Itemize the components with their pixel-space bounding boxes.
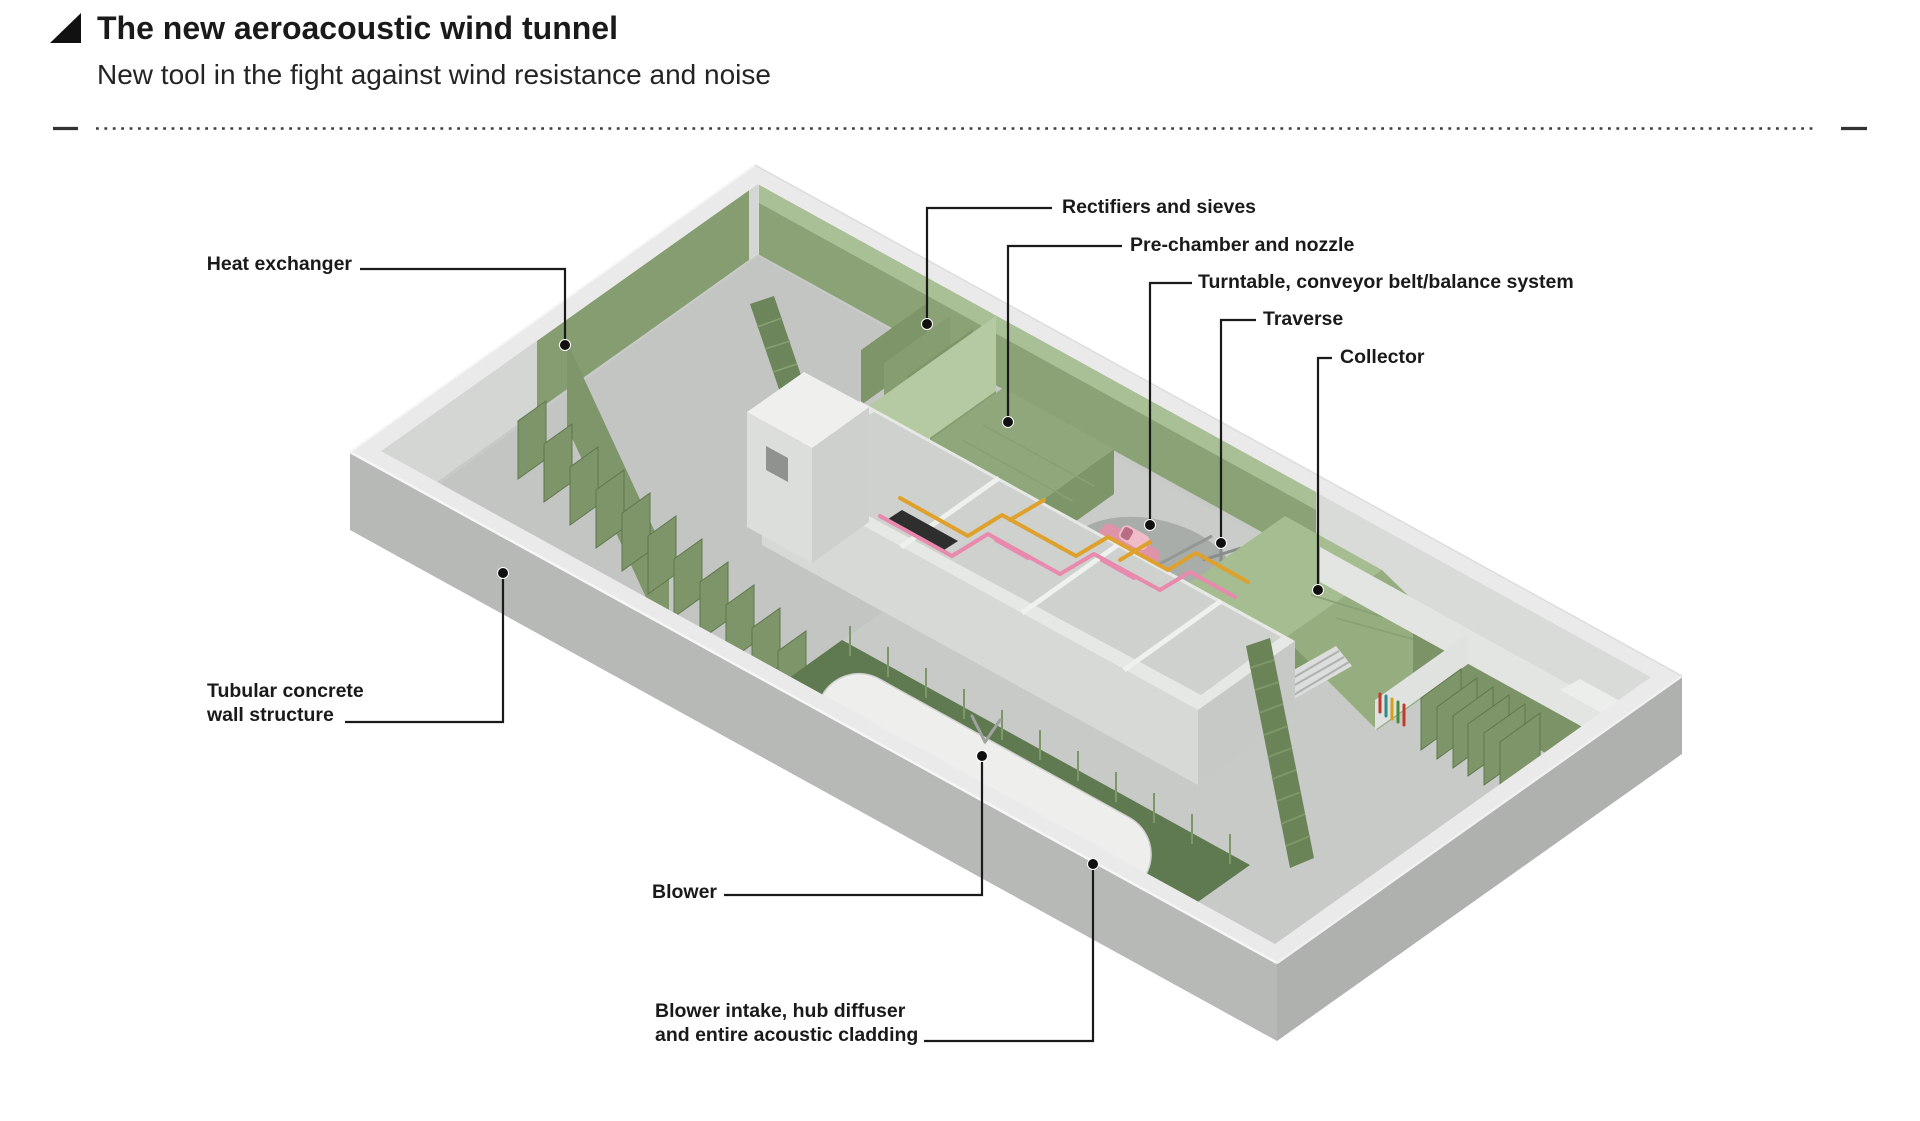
leader-heat-exchanger [360,267,567,345]
colored-pipe-cluster [1378,692,1406,727]
label-blower: Blower [652,881,717,903]
leader-turntable [1148,281,1192,525]
turning-vane-fins [1420,668,1541,795]
pink-piping [878,514,1237,599]
label-pre-chamber: Pre-chamber and nozzle [1130,234,1354,256]
southwest-wall-face [350,452,1277,1041]
header: The new aeroacoustic wind tunnel New too… [50,10,1867,131]
outer-walls [349,164,1683,1041]
label-heat-exchanger: Heat exchanger [207,253,353,275]
leader-blower [724,756,984,897]
label-blower-intake-line1: Blower intake, hub diffuser [655,1000,906,1022]
label-blower-intake-line2: and entire acoustic cladding [655,1024,918,1046]
leader-tubular-wall [345,573,505,724]
ribbed-vane-column [1246,638,1314,868]
orange-piping [898,496,1250,584]
leader-lines [345,206,1332,1043]
blower-spinner [970,714,1002,744]
measurement-corridor [747,372,1295,785]
acoustic-fins-row [517,400,807,710]
page-title: The new aeroacoustic wind tunnel [97,10,618,46]
wind-tunnel-illustration [349,164,1683,1041]
label-traverse: Traverse [1263,308,1343,330]
page-subtitle: New tool in the fight against wind resis… [97,59,771,90]
leader-pre-chamber [1006,244,1122,422]
southeast-rooms [1246,547,1640,868]
label-tubular-wall-line1: Tubular concrete [207,680,364,702]
leader-traverse [1219,318,1256,543]
annotation-labels: Heat exchanger Rectifiers and sieves Pre… [206,196,1574,1046]
leader-rectifiers [925,206,1052,324]
leader-collector [1316,356,1332,590]
label-turntable: Turntable, conveyor belt/balance system [1198,271,1574,293]
corridor-tower [747,372,869,563]
leader-blower-intake [924,864,1095,1043]
label-rectifiers: Rectifiers and sieves [1062,196,1256,218]
triangle-marker-icon [50,13,81,43]
label-tubular-wall-line2: wall structure [206,704,334,726]
dark-doorway [888,510,958,550]
southeast-wall-face [1277,676,1682,1041]
label-collector: Collector [1340,346,1425,368]
